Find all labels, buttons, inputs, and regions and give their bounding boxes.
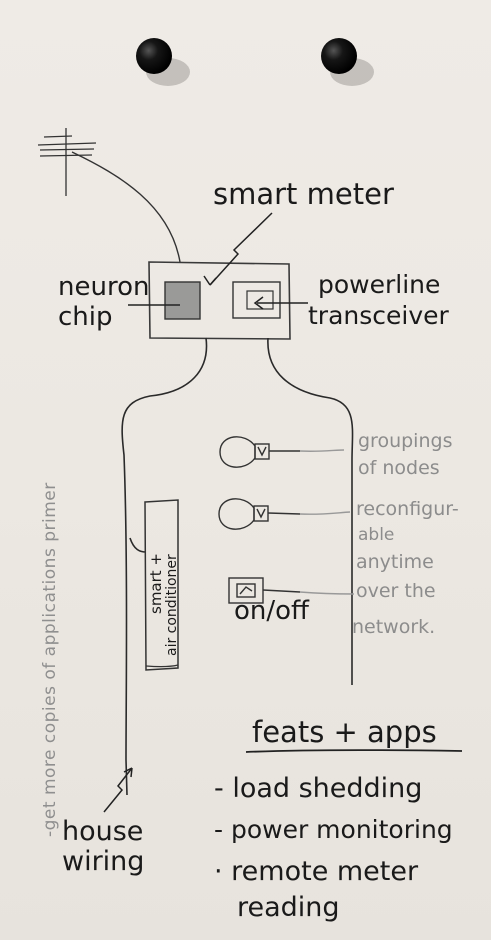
smart-meter-pointer (210, 213, 272, 285)
feats-heading: feats + apps (252, 718, 437, 747)
groupings-line-7: network. (352, 618, 435, 637)
side-note: -get more copies of applications primer (40, 482, 60, 837)
groupings-line-4: able (358, 527, 394, 544)
groupings-line-1: groupings (358, 432, 452, 451)
house-label: house (62, 818, 143, 845)
wiring-label: wiring (62, 848, 144, 875)
utility-pole (38, 128, 96, 196)
appliance-line-2: air conditioner (165, 502, 179, 656)
appliance-line-1: smart + (149, 502, 164, 614)
feats-item: - load shedding (214, 775, 422, 802)
feats-item: - power monitoring (214, 817, 453, 842)
powerline-label: powerline (318, 272, 440, 297)
neuron-label: neuron (58, 274, 149, 300)
lightbulb-icon (220, 437, 344, 467)
push-pin-right (321, 38, 357, 74)
groupings-line-2: of nodes (358, 459, 440, 478)
switch-label: on/off (234, 598, 309, 624)
chip-label: chip (58, 304, 113, 330)
feats-item: · remote meter (214, 858, 418, 885)
neuron-chip (165, 282, 200, 319)
transceiver-label: transceiver (308, 303, 449, 328)
feats-item: reading (237, 894, 340, 921)
feats-underline (246, 750, 462, 752)
groupings-line-5: anytime (356, 553, 434, 572)
groupings-line-6: over the (356, 582, 436, 601)
push-pin-left (136, 38, 172, 74)
lightbulb-icon (219, 499, 350, 529)
service-drop-line (72, 152, 180, 262)
appliance-label: smart + air conditioner (149, 502, 179, 662)
smart-meter-label: smart meter (213, 180, 394, 209)
house-wiring-pointer (104, 768, 132, 812)
groupings-line-3: reconfigur- (356, 500, 459, 519)
